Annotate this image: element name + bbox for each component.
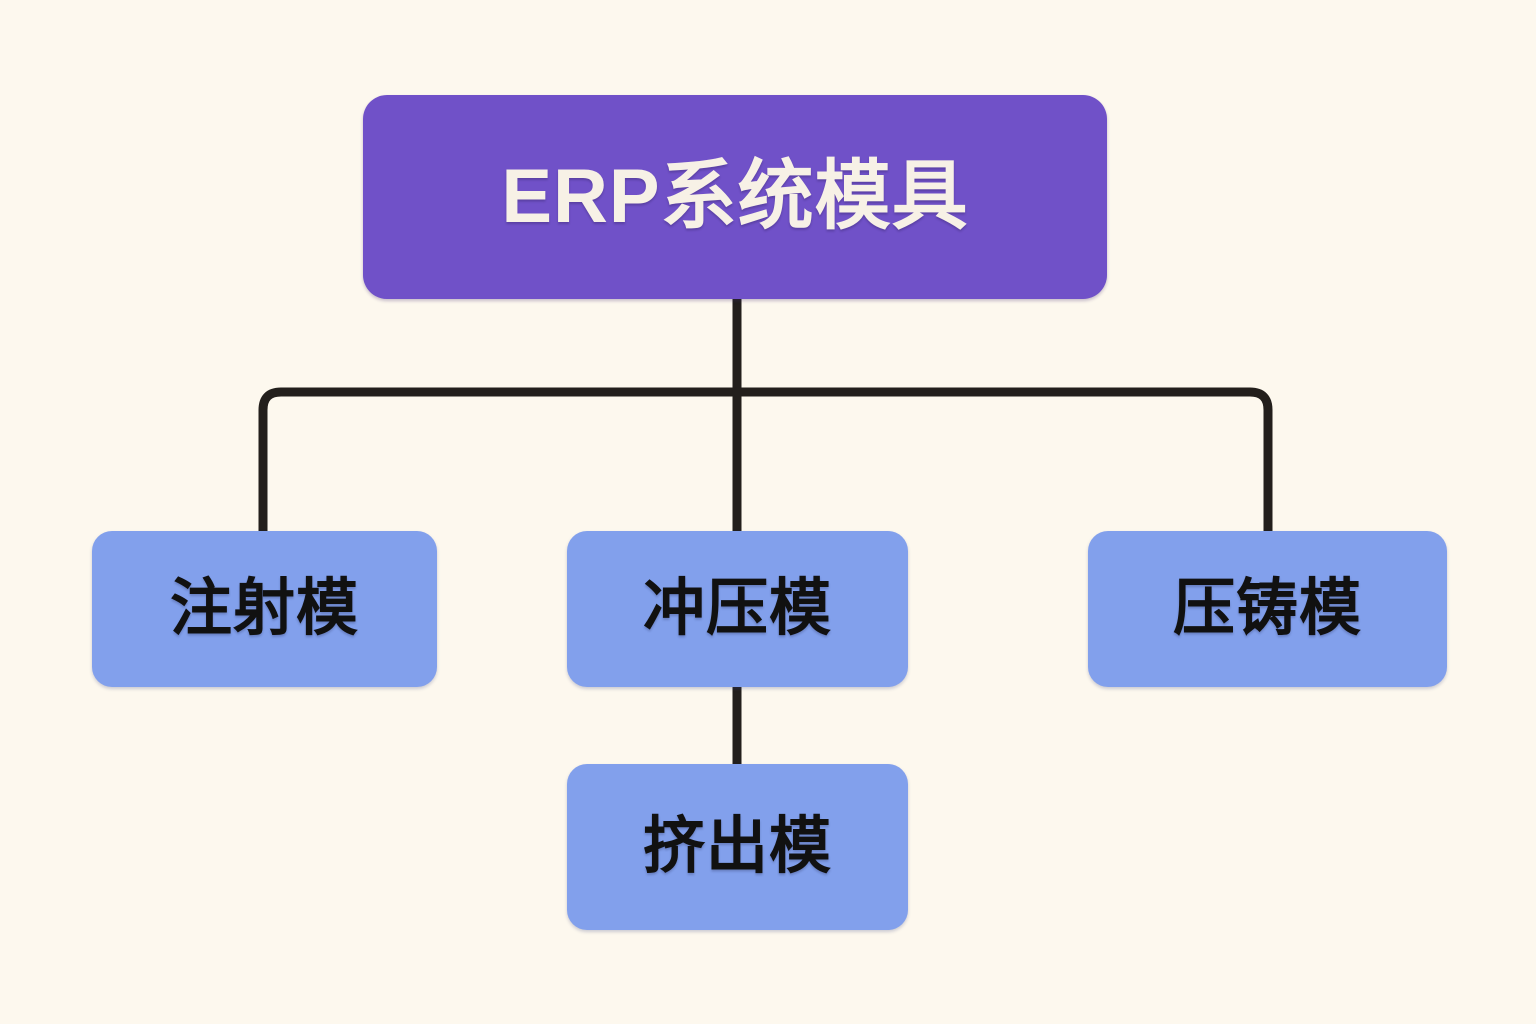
- node-erp-system-mold[interactable]: ERP系统模具: [363, 95, 1107, 299]
- node-label-diecasting-mold: 压铸模: [1172, 574, 1362, 643]
- node-diecasting-mold[interactable]: 压铸模: [1088, 531, 1447, 687]
- node-stamping-mold[interactable]: 冲压模: [567, 531, 908, 687]
- node-injection-mold[interactable]: 注射模: [92, 531, 437, 687]
- node-label-stamping-mold: 冲压模: [642, 574, 832, 643]
- connector-bus-right: [732, 387, 1273, 536]
- node-extrusion-mold[interactable]: 挤出模: [567, 764, 908, 930]
- connector-bus-left: [258, 387, 742, 536]
- node-label-erp-system-mold: ERP系统模具: [501, 154, 969, 239]
- node-label-injection-mold: 注射模: [169, 574, 359, 643]
- node-label-extrusion-mold: 挤出模: [642, 812, 832, 881]
